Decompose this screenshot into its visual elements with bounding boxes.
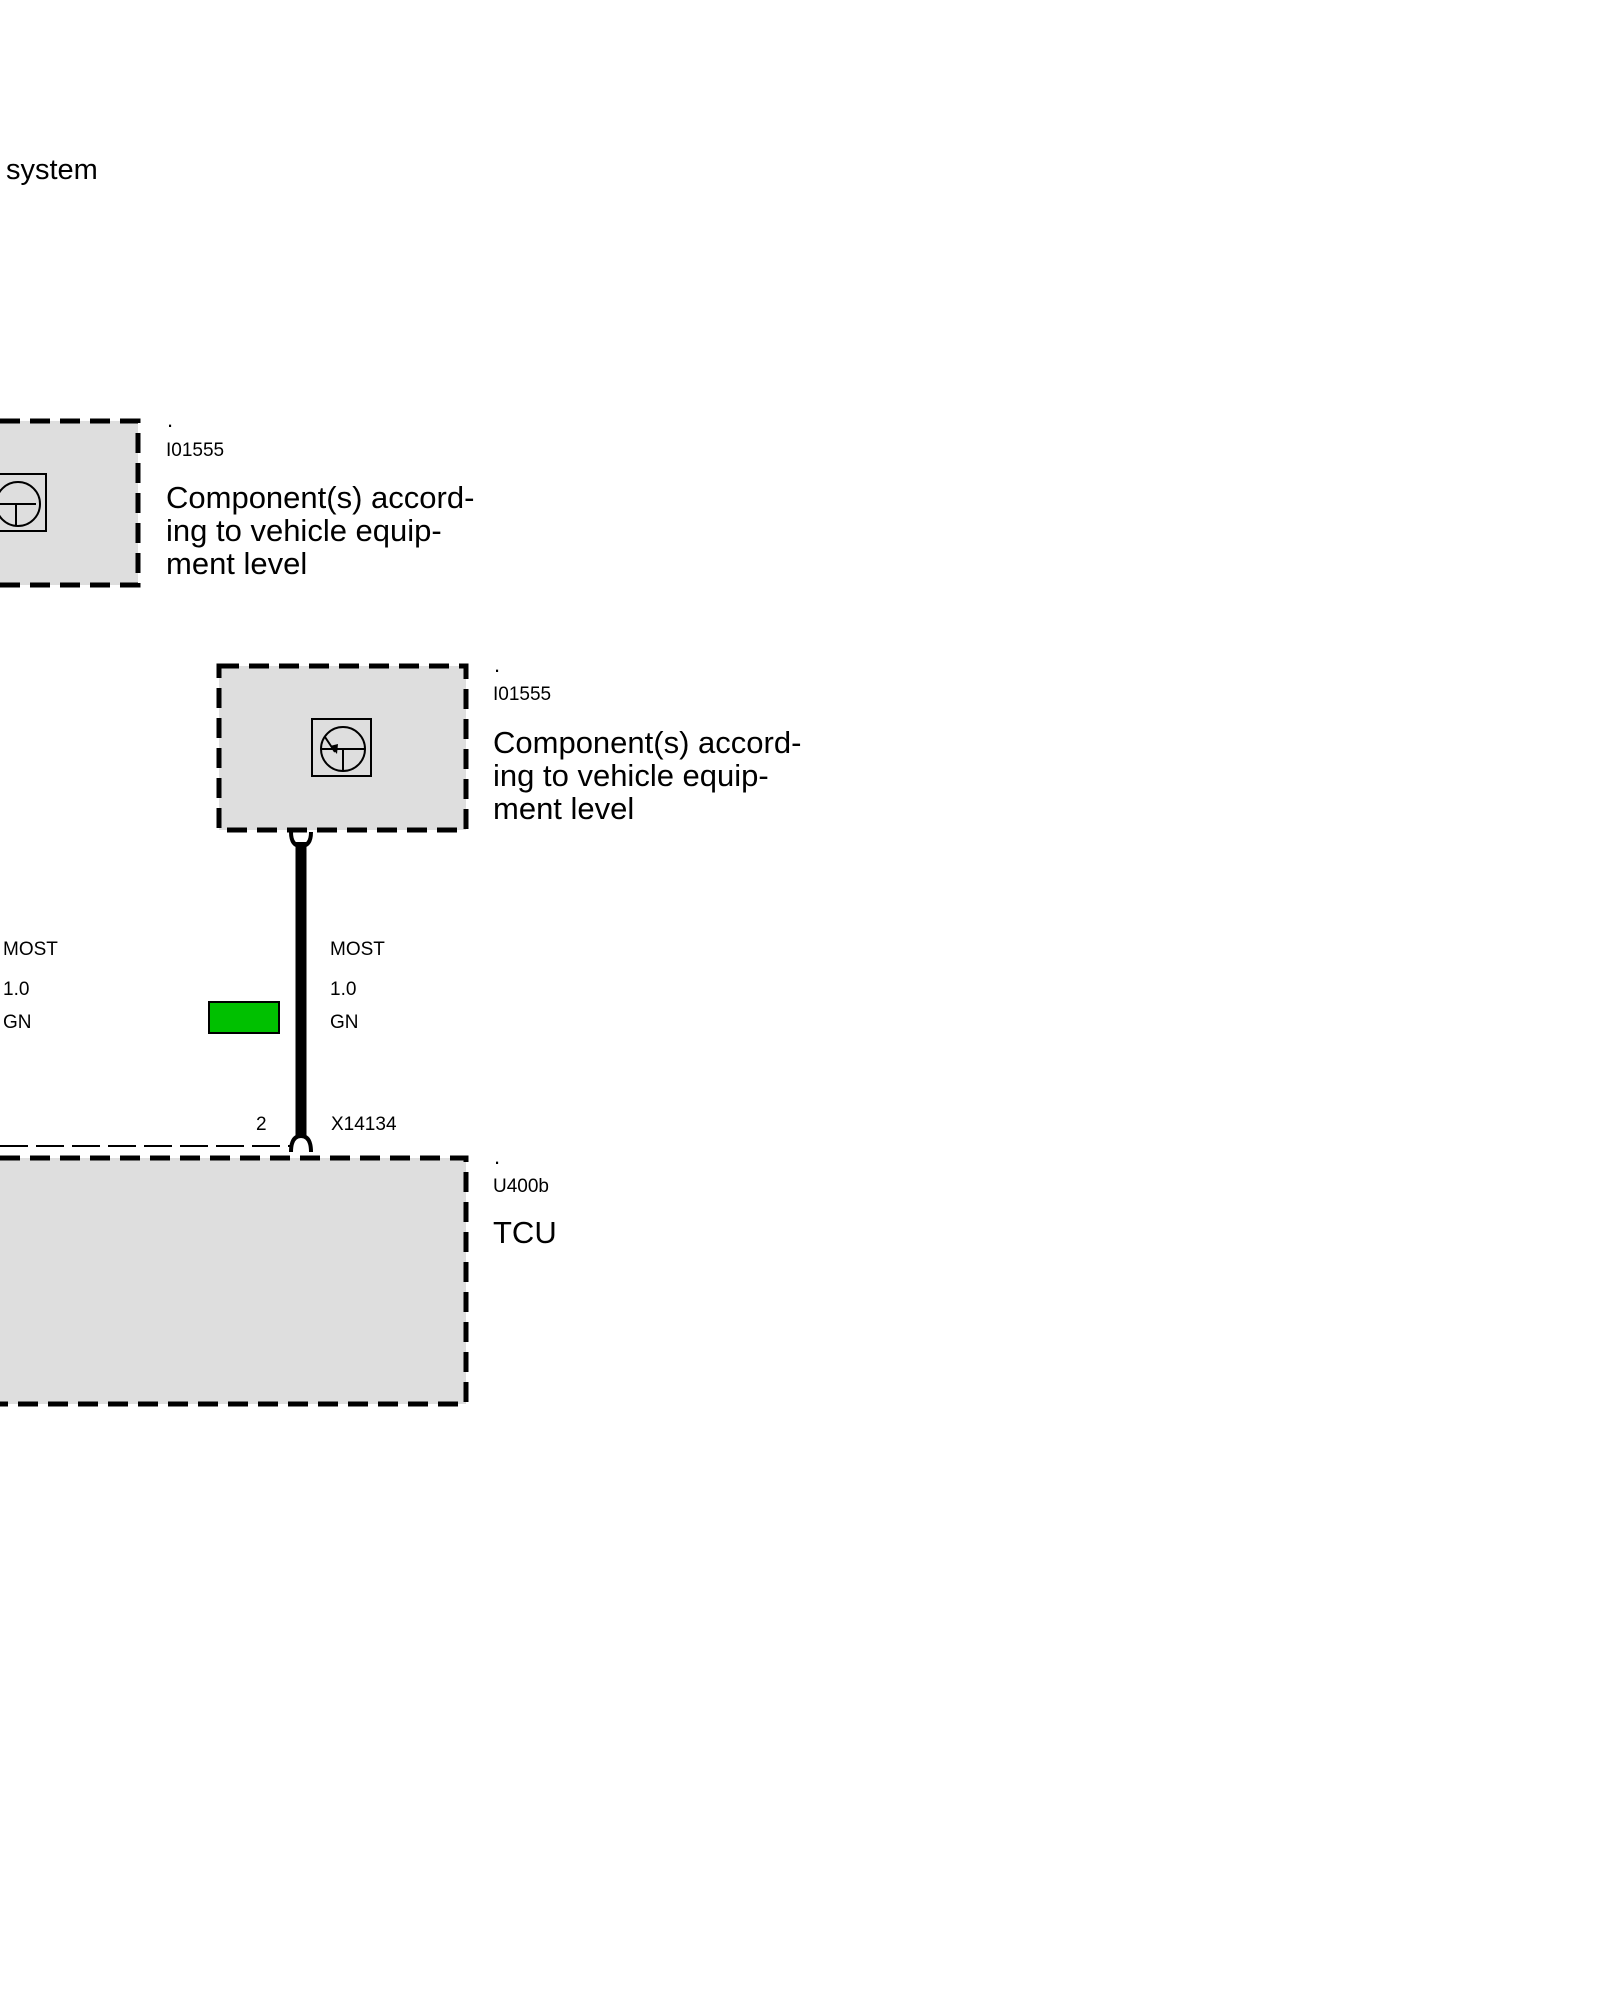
component-marker: . <box>167 407 173 432</box>
wire-color-label: GN <box>3 1012 32 1033</box>
component-marker: . <box>494 1144 500 1169</box>
module-icon <box>311 718 372 777</box>
component-description-line: ment level <box>493 791 634 826</box>
connector-pin-label: 2 <box>256 1114 267 1135</box>
component-box <box>0 1155 469 1407</box>
component-tcu[interactable] <box>0 1155 469 1407</box>
component-description-line: Component(s) accord- <box>166 480 474 515</box>
wire-signal-label: MOST <box>3 939 58 960</box>
component-i01555-lower[interactable] <box>216 663 469 833</box>
wire-color-swatch <box>208 1001 280 1034</box>
most-wire[interactable] <box>289 831 313 1153</box>
connector-code-label: X14134 <box>331 1114 397 1135</box>
wire-signal-label: MOST <box>330 939 385 960</box>
component-description-line: TCU <box>493 1215 557 1250</box>
component-code: I01555 <box>166 440 224 461</box>
component-description-line: ing to vehicle equip- <box>493 758 769 793</box>
component-description-line: Component(s) accord- <box>493 725 801 760</box>
component-code: I01555 <box>493 684 551 705</box>
wire-cross-section-label: 1.0 <box>330 979 356 1000</box>
diagram-title: system <box>6 154 98 186</box>
wire-cross-section-label: 1.0 <box>3 979 29 1000</box>
pin-top <box>289 831 313 849</box>
module-icon <box>0 473 47 532</box>
component-code: U400b <box>493 1176 549 1197</box>
wire-color-label: GN <box>330 1012 359 1033</box>
component-description-line: ing to vehicle equip- <box>166 513 442 548</box>
component-description-line: ment level <box>166 546 307 581</box>
pin-bottom <box>289 1133 313 1153</box>
component-marker: . <box>494 652 500 677</box>
component-i01555-upper[interactable] <box>0 418 141 588</box>
